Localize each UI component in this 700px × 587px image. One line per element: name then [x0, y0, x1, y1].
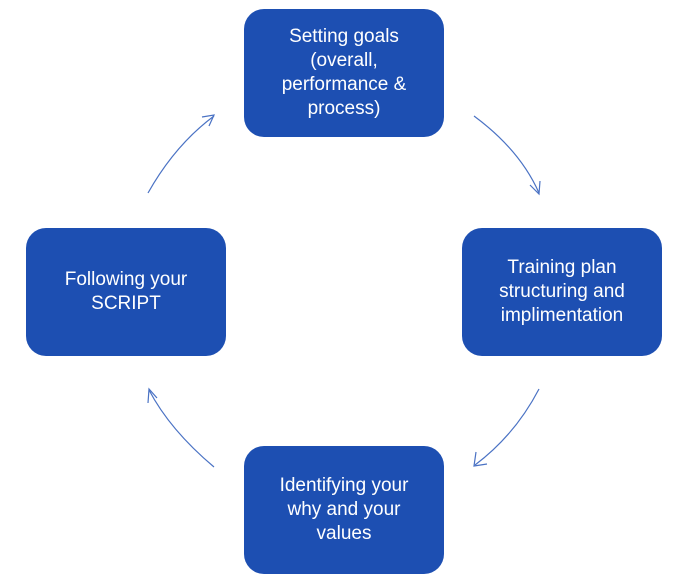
arrow-bottom-to-left [147, 387, 215, 468]
step-label: Training plan structuring and implimenta… [499, 257, 625, 326]
step-label: Following your SCRIPT [64, 269, 188, 314]
arrow-top-to-right [473, 115, 541, 196]
step-box-identifying-why: Identifying your why and your values [244, 446, 444, 574]
arrow-right-to-bottom [473, 388, 540, 467]
step-box-following-script: Following your SCRIPT [26, 228, 226, 356]
step-box-setting-goals: Setting goals (overall, performance & pr… [244, 9, 444, 137]
step-label: Identifying your why and your values [279, 475, 409, 544]
arrow-left-to-top [147, 114, 216, 194]
step-label: Setting goals (overall, performance & pr… [281, 26, 407, 119]
step-box-training-plan: Training plan structuring and implimenta… [462, 228, 662, 356]
